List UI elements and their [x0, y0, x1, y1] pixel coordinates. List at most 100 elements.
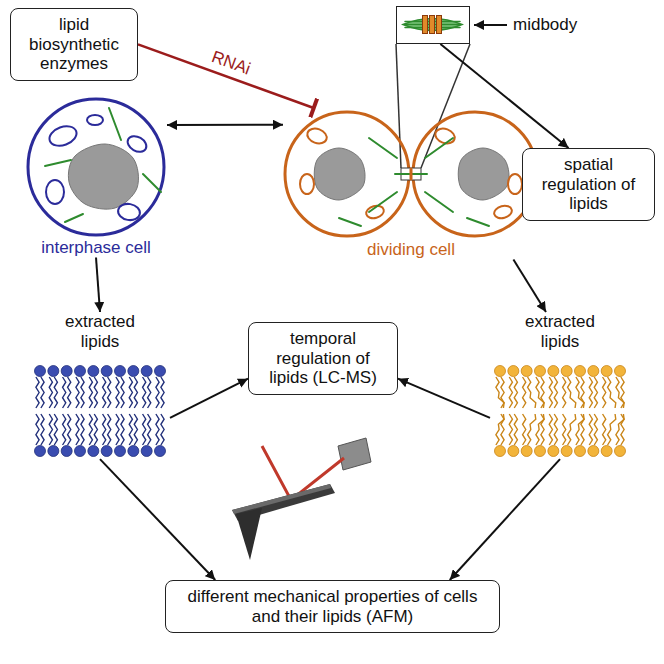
lipid-head	[535, 366, 546, 377]
lipid-head	[128, 446, 139, 457]
lipid-tail	[161, 414, 164, 445]
lipid-head	[561, 446, 572, 457]
lipid-tail	[576, 377, 584, 408]
lipid-head	[35, 366, 46, 377]
organelle	[87, 115, 103, 125]
organelle	[125, 133, 149, 155]
lipid-head	[575, 366, 586, 377]
lipid-tail	[63, 377, 66, 408]
lipid-tail	[563, 377, 566, 408]
lipid-head	[75, 446, 86, 457]
lipid-head	[601, 366, 612, 377]
lipid-head	[521, 366, 532, 377]
daughter-cell-outline	[285, 112, 409, 236]
microtubule	[425, 138, 453, 158]
organelle	[305, 126, 329, 146]
lipid-tail	[68, 377, 71, 408]
arrow-connector	[440, 44, 568, 148]
lipid-bilayer: extracted lipids	[30, 312, 170, 459]
result-box: spatial regulation of lipids	[522, 148, 655, 221]
lipid-tail	[54, 414, 57, 445]
afm-detector	[338, 438, 371, 470]
lipid-tail	[514, 414, 517, 445]
lipid-tail	[76, 377, 79, 408]
lipid-tail	[134, 414, 137, 445]
midbody-inset: midbody	[396, 6, 470, 44]
lipid-tail	[121, 414, 124, 445]
node-text: extracted lipids	[50, 312, 150, 351]
microtubule	[369, 192, 397, 212]
lipid-tail	[161, 377, 164, 408]
lipid-tail	[594, 377, 597, 408]
node-text: lipid biosynthetic enzymes	[17, 15, 131, 74]
lipid-head	[561, 366, 572, 377]
lipid-tail	[523, 377, 526, 408]
lipid-tail	[541, 414, 544, 445]
lipid-tail	[528, 414, 536, 445]
result-box: different mechanical properties of cells…	[165, 580, 500, 633]
lipid-tail	[501, 414, 504, 445]
microtubule	[109, 108, 121, 140]
lipid-tail	[554, 377, 557, 408]
lipid-head	[101, 446, 112, 457]
organelle	[117, 202, 141, 222]
lipid-tail	[54, 377, 57, 408]
node-label: interphase cell	[25, 238, 167, 258]
lipid-tail	[621, 377, 624, 408]
lipid-tail	[76, 414, 79, 445]
lipid-head	[155, 446, 166, 457]
midbody-ring	[430, 16, 435, 34]
lipid-head	[115, 366, 126, 377]
lipid-tail	[528, 377, 536, 408]
lipid-head	[495, 366, 506, 377]
lipid-head	[101, 366, 112, 377]
lipid-tail	[514, 377, 517, 408]
lipid-tail	[134, 377, 137, 408]
lipid-tail	[103, 414, 106, 445]
enzyme-box: lipid biosynthetic enzymes	[10, 8, 138, 81]
nucleus	[68, 144, 138, 209]
lipid-head	[141, 446, 152, 457]
microtubule	[339, 218, 361, 226]
arrow-connector	[96, 258, 100, 312]
lipid-tail	[509, 377, 512, 408]
lipid-head	[35, 446, 46, 457]
lipid-tail	[63, 414, 66, 445]
lipid-head	[615, 366, 626, 377]
lipid-tail	[554, 414, 557, 445]
lipid-head	[588, 446, 599, 457]
lipid-tail	[496, 377, 504, 408]
lipid-head	[75, 366, 86, 377]
lipid-tail	[129, 377, 132, 408]
lipid-head	[88, 446, 99, 457]
lipid-tail	[589, 377, 592, 408]
lipid-head	[61, 366, 72, 377]
lipid-bilayer: extracted lipids	[490, 312, 630, 459]
lipid-tail	[608, 377, 616, 408]
bilayer-drawing	[490, 363, 630, 459]
lipid-head	[155, 366, 166, 377]
lipid-tail	[581, 377, 584, 408]
lipid-head	[88, 366, 99, 377]
lipid-head	[48, 446, 59, 457]
result-box: temporal regulation of lipids (LC-MS)	[248, 322, 398, 395]
lipid-tail	[156, 377, 159, 408]
lipid-tail	[103, 377, 106, 408]
lipid-tail	[536, 414, 544, 445]
lipid-tail	[108, 377, 111, 408]
lipid-tail	[49, 377, 52, 408]
node-text: extracted lipids	[510, 312, 610, 351]
lipid-tail	[41, 377, 44, 408]
lipid-tail	[116, 414, 119, 445]
midbody-ring	[437, 16, 442, 34]
arrow-connector	[398, 379, 490, 418]
lipid-tail	[536, 377, 544, 408]
lipid-tail	[108, 414, 111, 445]
lipid-tail	[581, 414, 584, 445]
organelle	[493, 204, 513, 220]
lipid-head	[575, 446, 586, 457]
lipid-tail	[148, 377, 151, 408]
cell-drawing	[283, 108, 539, 240]
lipid-tail	[523, 414, 526, 445]
afm-cantilever-top	[232, 484, 331, 514]
